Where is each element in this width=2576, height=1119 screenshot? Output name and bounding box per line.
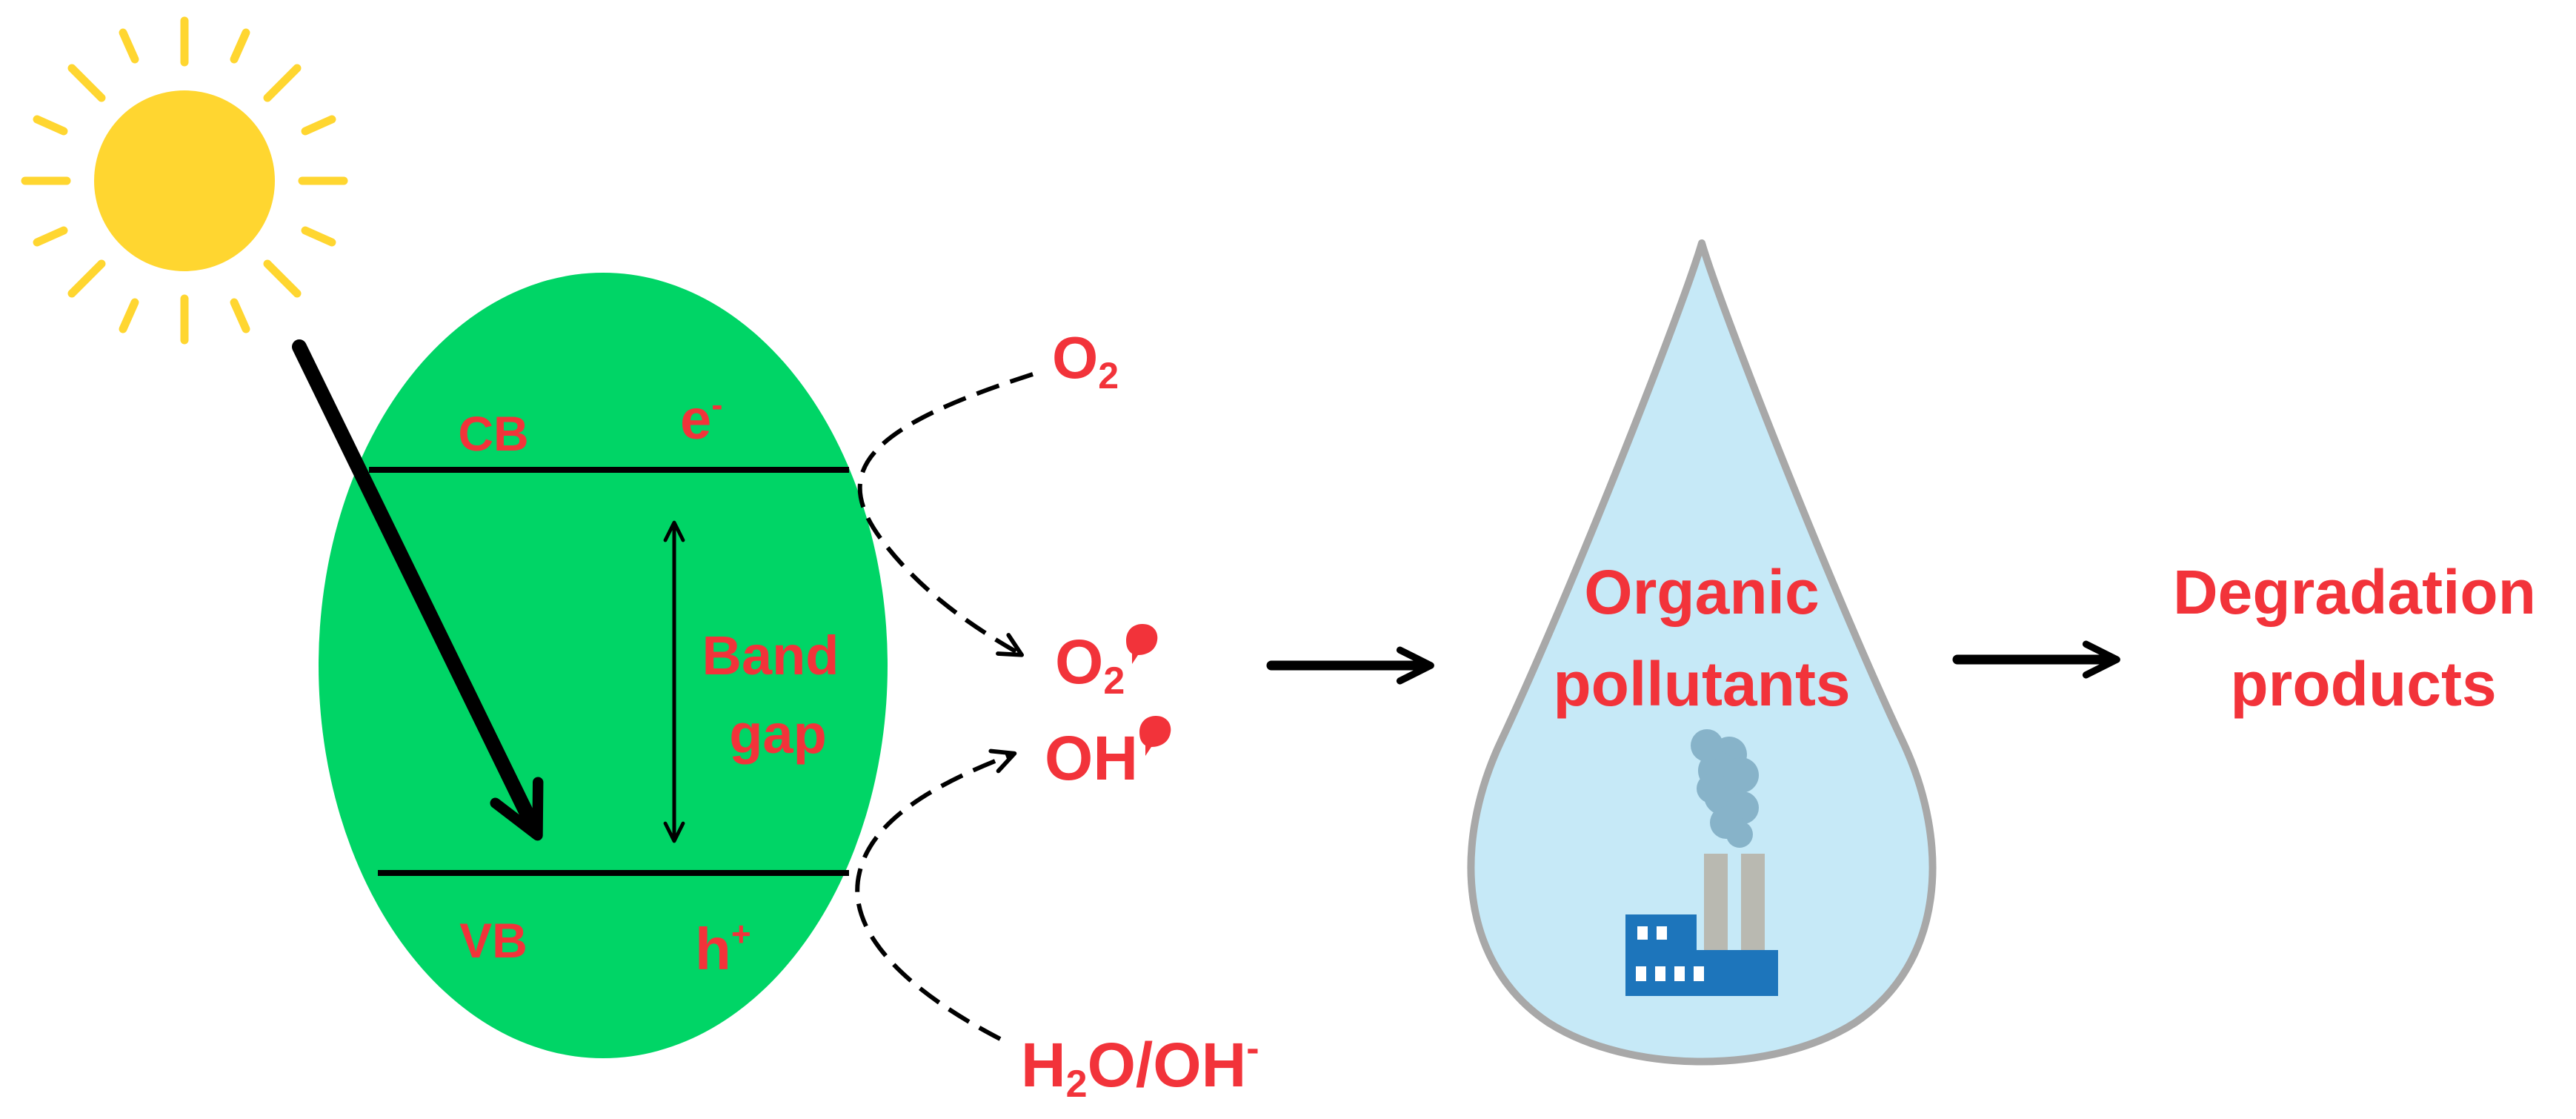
factory-icon bbox=[1625, 729, 1778, 996]
band-gap-label-line2: gap bbox=[729, 703, 827, 765]
svg-text:O2: O2 bbox=[1055, 627, 1125, 703]
radical-dot bbox=[1126, 624, 1158, 664]
hole-label: h+ bbox=[695, 914, 751, 982]
svg-text:OH: OH bbox=[1045, 723, 1138, 793]
result-label-line2: products bbox=[2230, 649, 2496, 719]
water-hydroxide-label: H2O/OH- bbox=[1021, 1027, 1259, 1106]
result-label-line1: Degradation bbox=[2173, 557, 2536, 627]
water-droplet bbox=[1467, 239, 1937, 1066]
electron-transfer-path bbox=[857, 372, 1034, 657]
band-gap-label-line1: Band bbox=[702, 625, 839, 686]
superoxide-radical-label: O2 bbox=[1055, 624, 1158, 703]
pollutant-label-line1: Organic bbox=[1584, 557, 1819, 627]
light-excitation-arrow bbox=[292, 339, 544, 841]
oxygen-label: O2 bbox=[1052, 325, 1119, 396]
electron-label: e- bbox=[680, 385, 723, 451]
vb-label: VB bbox=[459, 913, 527, 968]
cb-label: CB bbox=[458, 406, 528, 461]
pollutant-label-line2: pollutants bbox=[1553, 649, 1850, 719]
radical-dot bbox=[1139, 716, 1171, 756]
sun-icon bbox=[21, 16, 348, 345]
hydroxyl-radical-label: OH bbox=[1045, 716, 1171, 793]
hole-transfer-path bbox=[855, 748, 1017, 1041]
